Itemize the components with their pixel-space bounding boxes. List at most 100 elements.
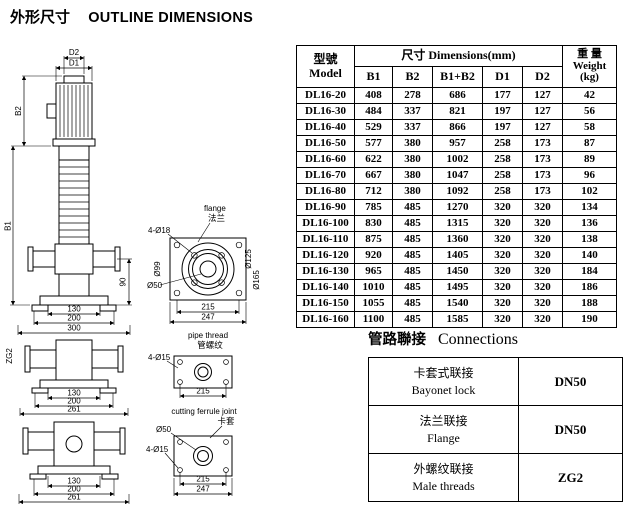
page-title-en: OUTLINE DIMENSIONS <box>88 10 254 26</box>
b1b2-cell: 1495 <box>432 279 483 296</box>
model-cell: DL16-20 <box>296 87 355 104</box>
weight-cell: 136 <box>562 215 617 232</box>
connection-value: ZG2 <box>518 453 623 502</box>
dim-label-d50: Ø50 <box>156 425 172 434</box>
d2-cell: 127 <box>522 119 563 136</box>
d1-cell: 320 <box>482 199 523 216</box>
d2-cell: 173 <box>522 151 563 168</box>
b2-cell: 485 <box>392 263 433 280</box>
connections-title: 管路聯接 Connections <box>368 328 623 349</box>
dim-label-130: 130 <box>67 477 81 486</box>
b1b2-cell: 1585 <box>432 311 483 328</box>
connection-label-en: Male threads <box>412 478 475 493</box>
base-side-view-drawing: 130 200 261 <box>18 421 130 505</box>
connections-title-en: Connections <box>438 331 518 348</box>
connection-row: 外螺纹联接 Male threads ZG2 <box>368 453 623 502</box>
weight-cell: 96 <box>562 167 617 184</box>
b2-cell: 485 <box>392 279 433 296</box>
d2-cell: 320 <box>522 231 563 248</box>
connection-value: DN50 <box>518 357 623 406</box>
dim-label-261: 261 <box>67 493 81 502</box>
dim-label-b2: B2 <box>14 106 23 116</box>
b2-cell: 485 <box>392 247 433 264</box>
model-cell: DL16-140 <box>296 279 355 296</box>
model-cell: DL16-30 <box>296 103 355 120</box>
b1b2-cell: 1540 <box>432 295 483 312</box>
pipe-thread-outline <box>173 355 233 389</box>
weight-cell: 138 <box>562 231 617 248</box>
b2-cell: 485 <box>392 311 433 328</box>
connection-label-cn: 法兰联接 <box>419 414 468 429</box>
model-cell: DL16-60 <box>296 151 355 168</box>
dimensions-table: 型號 Model 尺寸 Dimensions(mm) 重 量 Weight (k… <box>296 45 617 328</box>
connection-label-cn: 卡套式联接 <box>413 366 474 381</box>
b2-cell: 485 <box>392 199 433 216</box>
dim-label-200: 200 <box>67 485 81 494</box>
model-header-cn: 型號 <box>313 52 338 67</box>
weight-cell: 42 <box>562 87 617 104</box>
ferrule-label-en: cutting ferrule joint <box>171 407 237 416</box>
weight-header-unit: (kg) <box>580 71 599 84</box>
b1-cell: 830 <box>354 215 393 232</box>
b1b2-cell: 866 <box>432 119 483 136</box>
b1b2-cell: 1092 <box>432 183 483 200</box>
b1b2-cell: 957 <box>432 135 483 152</box>
d2-cell: 173 <box>522 183 563 200</box>
b1-cell: 712 <box>354 183 393 200</box>
dim-label-d125: Ø125 <box>244 249 253 269</box>
connection-row: 卡套式联接 Bayonet lock DN50 <box>368 357 623 406</box>
b1b2-cell: 1002 <box>432 151 483 168</box>
connection-label: 卡套式联接 Bayonet lock <box>368 357 519 406</box>
b1-cell: 408 <box>354 87 393 104</box>
d1-cell: 320 <box>482 215 523 232</box>
connection-label-en: Bayonet lock <box>411 382 476 397</box>
b1-cell: 875 <box>354 231 393 248</box>
b1b2-cell: 1047 <box>432 167 483 184</box>
d2-cell: 320 <box>522 311 563 328</box>
dim-label-d99: Ø99 <box>153 261 162 277</box>
flange-label-en: flange <box>204 204 226 213</box>
flange-view-drawing: flange 法兰 4-Ø18 Ø99 Ø50 Ø125 Ø165 215 24… <box>147 204 261 325</box>
col-header-b2: B2 <box>392 66 433 88</box>
dim-label-247: 247 <box>201 313 215 322</box>
weight-cell: 190 <box>562 311 617 328</box>
b1-cell: 920 <box>354 247 393 264</box>
b1-cell: 1100 <box>354 311 393 328</box>
d2-cell: 320 <box>522 247 563 264</box>
d1-cell: 258 <box>482 135 523 152</box>
d1-cell: 197 <box>482 103 523 120</box>
pipe-thread-label-cn: 管螺纹 <box>197 340 223 350</box>
b1b2-cell: 821 <box>432 103 483 120</box>
model-cell: DL16-70 <box>296 167 355 184</box>
ferrule-holes-label: 4-Ø15 <box>146 445 169 454</box>
thread-view-outline <box>24 339 124 394</box>
b2-cell: 380 <box>392 183 433 200</box>
d1-cell: 320 <box>482 247 523 264</box>
dim-label-215: 215 <box>201 303 215 312</box>
dim-label-zg2: ZG2 <box>5 348 14 364</box>
b1-cell: 1010 <box>354 279 393 296</box>
weight-cell: 134 <box>562 199 617 216</box>
page-title-cn: 外形尺寸 <box>10 9 71 26</box>
weight-header-en: Weight <box>572 59 607 72</box>
connection-label-cn: 外螺纹联接 <box>413 462 474 477</box>
b2-cell: 278 <box>392 87 433 104</box>
col-header-b1b2: B1+B2 <box>432 66 483 88</box>
dim-label-90: 90 <box>119 277 128 286</box>
b1-cell: 622 <box>354 151 393 168</box>
b2-cell: 380 <box>392 167 433 184</box>
weight-cell: 140 <box>562 247 617 264</box>
pipe-thread-view-drawing: pipe thread 管螺纹 4-Ø15 215 <box>148 331 233 399</box>
d2-cell: 320 <box>522 215 563 232</box>
d1-cell: 197 <box>482 119 523 136</box>
connection-label-en: Flange <box>427 430 460 445</box>
flange-bolt-holes-label: 4-Ø18 <box>148 226 171 235</box>
